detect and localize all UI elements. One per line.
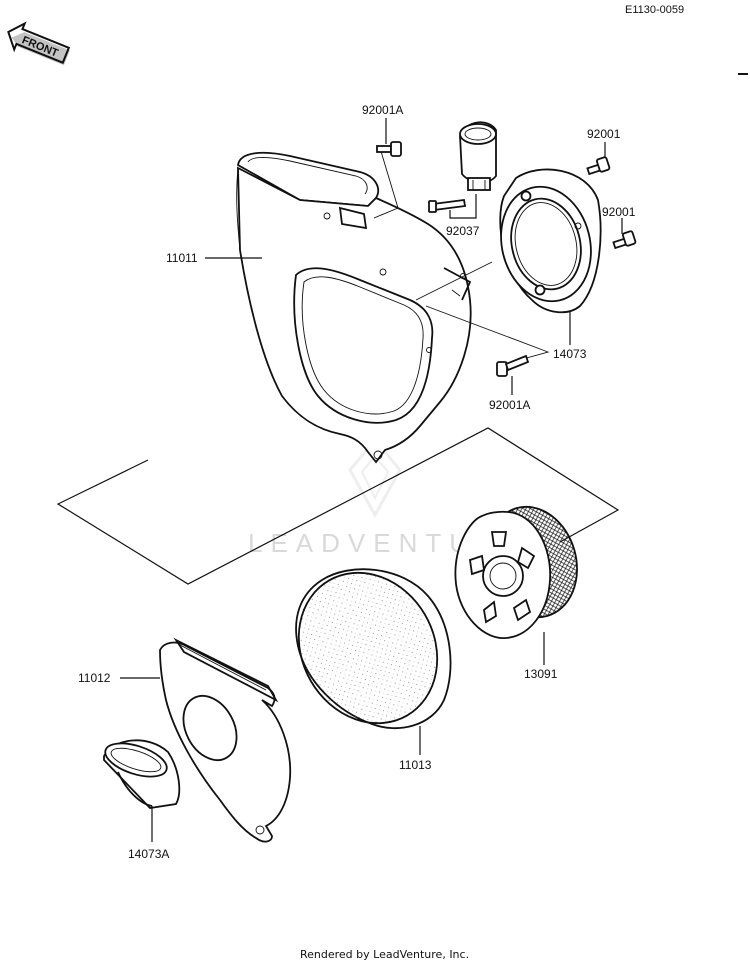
ring-band-14073A xyxy=(103,739,181,809)
bolt-icon xyxy=(612,230,637,250)
label-92037: 92037 xyxy=(446,224,480,238)
air-cleaner-housing-11011 xyxy=(236,151,472,464)
assembly-guide-line xyxy=(56,427,620,585)
label-11012: 11012 xyxy=(78,671,111,685)
screw-icon xyxy=(428,198,467,213)
label-14073: 14073 xyxy=(553,347,587,361)
label-13091: 13091 xyxy=(524,667,558,681)
guide-92001A-top xyxy=(373,147,399,219)
filter-element-13091 xyxy=(454,505,578,639)
diagram-code: E1130-0059 xyxy=(625,4,684,16)
leader-92037 xyxy=(449,194,477,219)
label-11011: 11011 xyxy=(166,251,198,265)
label-92001-top: 92001 xyxy=(587,127,621,141)
label-92001-right: 92001 xyxy=(602,205,636,219)
label-92001A-bottom: 92001A xyxy=(489,398,530,412)
foam-element-11013 xyxy=(295,568,452,730)
label-92001A-top: 92001A xyxy=(362,103,403,117)
front-arrow-icon: FRONT xyxy=(7,21,71,66)
bolt-icon xyxy=(496,354,530,377)
cover-plate-14073 xyxy=(499,168,602,314)
label-14073A: 14073A xyxy=(128,847,169,861)
side-cover-11012 xyxy=(159,637,292,843)
bolt-icon xyxy=(376,141,402,157)
guide-side xyxy=(415,261,493,301)
clamp-band-92037 xyxy=(459,121,497,191)
label-11013: 11013 xyxy=(399,758,432,772)
bolt-icon xyxy=(586,156,611,176)
footer-credit: Rendered by LeadVenture, Inc. xyxy=(300,948,469,961)
